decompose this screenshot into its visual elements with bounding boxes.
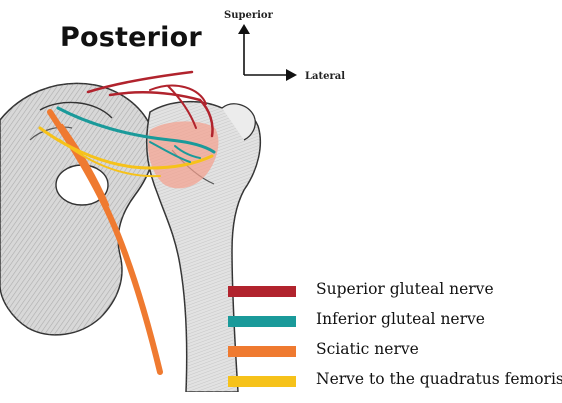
legend-swatch [228, 286, 296, 297]
page-title: Posterior [60, 22, 202, 53]
superior-label: Superior [224, 10, 273, 21]
legend-swatch [228, 376, 296, 387]
legend-swatch [228, 316, 296, 327]
diagram-canvas: Posterior Superior Lateral Superior glut… [0, 0, 562, 392]
hip-anatomy-illustration [0, 0, 562, 392]
legend-label: Inferior gluteal nerve [316, 310, 485, 328]
legend-swatch [228, 346, 296, 357]
legend-label: Nerve to the quadratus femoris [316, 370, 562, 388]
pelvis-bone [0, 83, 154, 334]
orientation-compass [238, 24, 297, 81]
legend-label: Superior gluteal nerve [316, 280, 494, 298]
legend-label: Sciatic nerve [316, 340, 419, 358]
lateral-label: Lateral [305, 71, 345, 82]
